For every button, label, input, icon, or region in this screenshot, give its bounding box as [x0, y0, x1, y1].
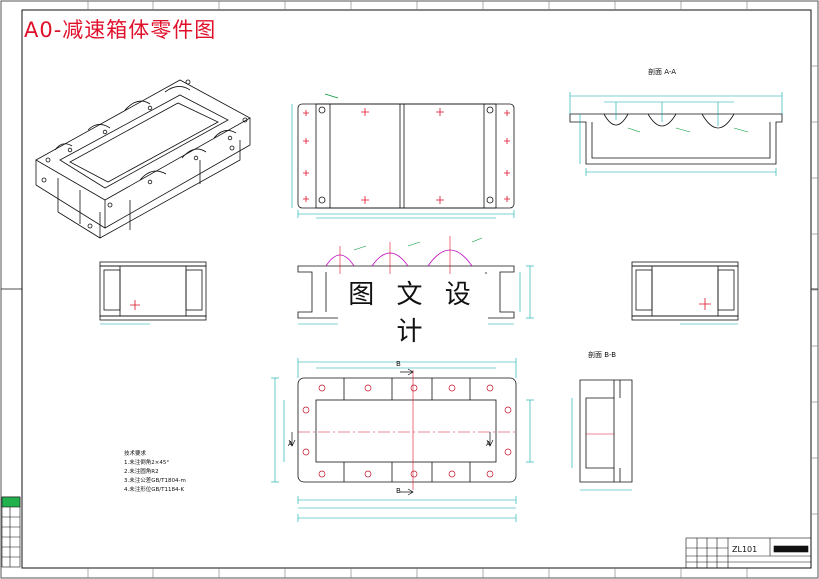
cut-label-b-top: B [396, 360, 401, 368]
cut-label-b-bottom: B [396, 487, 401, 495]
cut-label-a-right: A [486, 440, 491, 448]
watermark-label: 图 文 设 计 [338, 274, 488, 348]
tech-note-item: 4.未注形位GB/T1184-K [124, 487, 185, 493]
bottom-plan-view [271, 358, 534, 522]
tech-notes-heading: 技术要求 [124, 451, 147, 457]
tech-note-item: 3.未注公差GB/T1804-m [124, 478, 186, 484]
section-bb-view [571, 379, 633, 491]
tech-note-item: 2.未注圆角R2 [124, 469, 159, 475]
tech-note-item: 1.未注倒角2×45° [124, 460, 170, 466]
side-table [1, 496, 21, 568]
title-block [685, 537, 812, 569]
zone-ticks [87, 1, 818, 578]
left-end-view [99, 261, 207, 325]
section-aa-label: 剖面 A-A [648, 68, 677, 76]
right-end-view [631, 261, 739, 325]
drawing-code: ZL101 [732, 545, 758, 554]
isometric-view [35, 79, 251, 239]
section-bb-label: 剖面 B-B [588, 351, 617, 359]
cut-label-a-left: A [288, 440, 293, 448]
section-aa-view [569, 92, 783, 176]
top-view [291, 93, 515, 219]
drawing-title: A0-减速箱体零件图 [24, 18, 217, 42]
